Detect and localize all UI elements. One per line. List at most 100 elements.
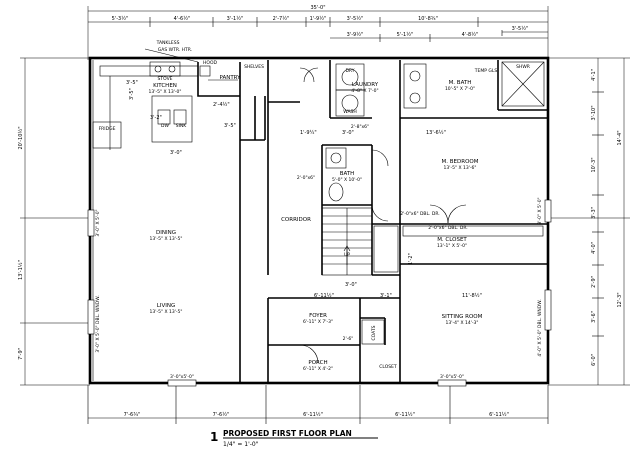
interior-dim: 13'-6½" <box>426 129 446 136</box>
room-name-living: LIVING <box>157 303 175 309</box>
room-size-living: 13'-5" X 13'-5" <box>150 309 183 315</box>
room-name-master-closet: M. CLOSET <box>437 237 467 243</box>
room-name-laundry: LAUNDRY <box>352 82 379 88</box>
right-outer-dim: 12'-3" <box>617 292 623 307</box>
overall-width-dim: 35'-0" <box>310 5 325 11</box>
room-name-master-bedroom: M. BEDROOM <box>442 159 479 165</box>
right-inner-dim: 4'-1" <box>591 69 597 81</box>
note-stair-up: UP <box>344 252 350 258</box>
fixtures <box>87 61 552 387</box>
interior-walls <box>197 60 548 383</box>
top-dim: 3'-5½" <box>512 25 529 32</box>
interior-dim: 3'-2" <box>150 115 162 121</box>
left-dim: 13'-1½" <box>17 260 24 280</box>
bottom-dim: 6'-11½" <box>395 411 415 418</box>
room-size-kitchen: 13'-5" X 13'-0" <box>149 89 182 95</box>
room-size-porch: 6'-11" X 4'-2" <box>303 366 333 372</box>
room-name-corridor: CORRIDOR <box>281 217 311 223</box>
top-dim: 3'-5½" <box>347 15 364 22</box>
note-tankless: TANKLESS <box>156 40 180 46</box>
note-window-sitting: 4'-0" X 5'-0" DBL. WNDW. <box>537 299 543 356</box>
interior-dim: 2'-4½" <box>213 101 230 108</box>
right-inner-dim: 3'-6" <box>591 311 597 323</box>
note-stove: STOVE <box>158 76 173 82</box>
plan-title: PROPOSED FIRST FLOOR PLAN <box>223 429 352 438</box>
left-dim: 7'-9" <box>18 348 24 360</box>
interior-dim: 3'-0" <box>170 150 182 156</box>
room-name-pantry: PANTRY <box>219 75 241 81</box>
room-name-sitting-room: SITTING ROOM <box>442 314 483 320</box>
note-gas-heater: GAS WTR. HTR. <box>158 47 192 53</box>
top-inner-dim: 3'-9½" <box>347 31 364 38</box>
note-dryer: DRY <box>345 68 354 74</box>
room-name-bath: BATH <box>340 171 355 177</box>
note-tempered-glass: TEMP GLS <box>474 68 498 74</box>
interior-dim: 3'-5" <box>224 123 236 129</box>
room-name-master-bath: M. BATH <box>449 80 472 86</box>
note-washer: WASH <box>343 109 357 115</box>
top-dim: 4'-6½" <box>174 15 191 22</box>
interior-dim: 3'-1" <box>380 293 392 299</box>
dimension-texts: 35'-0" 5'-3½" 4'-6½" 3'-1½" 2'-7½" 1'-9½… <box>17 5 623 418</box>
top-dim: 10'-8¾" <box>418 16 438 22</box>
room-name-porch: PORCH <box>308 360 327 366</box>
room-size-bath: 5'-0" X 10'-0" <box>332 177 362 183</box>
title-block: 1 PROPOSED FIRST FLOOR PLAN 1/4" = 1'-0" <box>210 429 378 448</box>
bottom-dim: 6'-11½" <box>303 411 323 418</box>
right-inner-dim: 10'-3" <box>591 157 597 172</box>
room-size-master-closet: 13'-1" X 5'-0" <box>437 243 467 249</box>
right-inner-dim: 6'-0" <box>591 354 597 366</box>
left-dim: 20'-10½" <box>17 126 24 149</box>
note-bath-door: 2'-0"x6" <box>297 175 315 181</box>
note-shelves: SHELVES <box>244 64 264 70</box>
right-inner-dim: 3'-10" <box>591 105 597 120</box>
top-dim: 2'-7½" <box>273 15 290 22</box>
interior-dim: 3'-5" <box>129 88 135 100</box>
room-size-master-bedroom: 13'-5" X 13'-6" <box>444 165 477 171</box>
top-inner-dim: 5'-1½" <box>397 31 414 38</box>
room-name-foyer: FOYER <box>309 313 327 319</box>
note-window-bedroom: 3'-0" X 5'-0" <box>537 197 543 224</box>
note-window-bottom-right: 3'-0"x5'-0" <box>440 374 464 380</box>
room-size-laundry: 4'-8" X 7'-0" <box>351 88 378 94</box>
note-double-door-closet: 2'-0"x6" DBL. DR. <box>400 211 439 217</box>
interior-dim: 3'-0" <box>342 130 354 136</box>
note-laundry-door: 2'-8"x6" <box>351 124 369 130</box>
interior-dim: 1'-9¼" <box>300 130 317 136</box>
interior-dim: 1'-2" <box>408 253 414 265</box>
right-inner-dim: 4'-0" <box>591 242 597 254</box>
note-hood: HOOD <box>203 60 217 66</box>
room-name-dining: DINING <box>156 230 176 236</box>
note-window-living: 3'-0" X 5'-0" DBL. WNDW. <box>95 295 101 352</box>
room-size-foyer: 6'-11" X 7'-3" <box>303 319 333 325</box>
note-dw: DW <box>161 123 169 129</box>
bottom-dim: 6'-11½" <box>489 411 509 418</box>
note-coats: COATS <box>371 325 377 340</box>
note-closet-door: 2'-6" <box>343 336 354 342</box>
room-size-sitting-room: 13'-4" X 14'-3" <box>446 320 479 326</box>
note-sink: SINK <box>176 123 188 129</box>
interior-dim: 3'-5" <box>126 80 138 86</box>
drawing-number: 1 <box>210 430 218 444</box>
note-double-door-bedroom: 2'-0"x6" DBL. DR. <box>428 225 467 231</box>
bottom-dim: 7'-6½" <box>213 411 230 418</box>
note-window-bottom-left: 3'-0"x5'-0" <box>170 374 194 380</box>
room-labels: KITCHEN 13'-5" X 13'-0" PANTRY LAUNDRY 4… <box>149 75 483 372</box>
top-inner-dim: 4'-8½" <box>462 31 479 38</box>
room-name-kitchen: KITCHEN <box>153 83 177 89</box>
interior-dim: 6'-11½" <box>314 292 334 299</box>
note-shower: SHWR <box>516 64 530 70</box>
dimension-lines <box>20 6 630 424</box>
note-fridge: FRIDGE <box>99 126 116 132</box>
room-size-master-bath: 10'-5" X 7'-0" <box>445 86 475 92</box>
right-inner-dim: 3'-3" <box>591 207 597 219</box>
right-inner-dim: 2'-9" <box>591 276 597 288</box>
room-size-dining: 13'-5" X 13'-5" <box>150 236 183 242</box>
interior-dim: 11'-8½" <box>462 292 482 299</box>
interior-dim: 3'-0" <box>345 282 357 288</box>
top-dim: 1'-9½" <box>310 15 327 22</box>
plan-scale: 1/4" = 1'-0" <box>223 441 259 448</box>
top-dim: 3'-1½" <box>227 15 244 22</box>
right-outer-dim: 14'-4" <box>617 130 623 145</box>
